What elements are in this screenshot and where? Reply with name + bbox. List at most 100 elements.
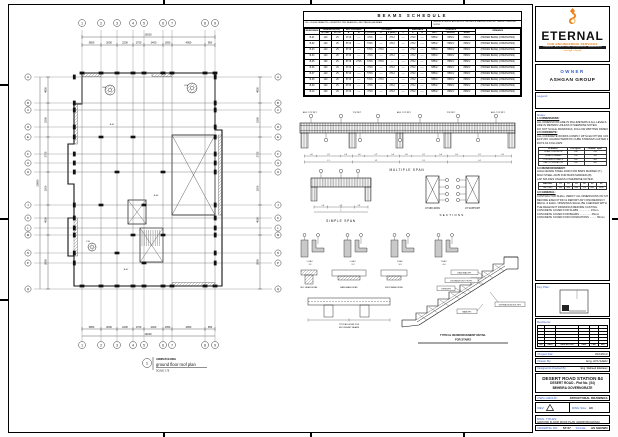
drawing-rect [169,284,175,288]
grid-bubble [445,198,449,202]
drawing-label: L/2 [340,205,343,207]
elevator-shaft [127,199,147,225]
drawing-label: L/4 [501,154,504,156]
drawing-rect [213,169,217,175]
drawing-rect [213,225,217,231]
drawing-label: B-04 [154,195,159,197]
drawing-label: FOR STAIRS [455,338,471,342]
note-line: 1.0 DIMENSIONS: [537,117,560,120]
drawing-label: 2 [100,21,102,25]
drawing-rect [72,215,76,221]
drawing-no-row: DRAWING NO: ST-07 SCALE: AS SHOWN [535,425,610,431]
drawing-rect [72,260,76,266]
drawing-rect [160,233,166,237]
drawing-label: 2400 [151,325,157,329]
drawing-rect [213,215,217,221]
drawing-label: Q [277,287,280,291]
grid-bubble [168,19,176,27]
drawing-rect [213,124,217,130]
drawn-by-value: Eng. AYA SAED [586,359,608,363]
grid-bubble [324,138,328,142]
drawing-label: C [27,108,29,112]
drawn-by-label: Drawn By: [537,359,552,363]
dwg-titles-label: DWG. TITLES: [537,416,557,421]
drawing-label: L1 [327,160,330,162]
drawing-label: B [277,101,279,105]
dwg-size-value: A0 [588,405,593,410]
drawing-label: E [27,135,29,139]
drawing-label: E [277,135,279,139]
drawing-label: DISTRIBUTION TOP RFT. [450,280,473,282]
drawing-rect [300,239,309,258]
schedule-header: D [375,30,387,36]
fold-mark [0,84,8,86]
drawing-label: H [277,170,279,174]
designed-by-label: Designed & Checked By: [537,367,567,370]
drawing-label: 3850 [89,41,95,45]
grid-bubble [24,159,32,167]
scale-label: SCALE: [575,426,587,430]
drawing-label: 3-3 [399,264,403,266]
grid-bubble [78,341,86,349]
drawing-label: L4 [478,160,481,162]
grid-bubble [406,233,410,237]
drawing-label: TYPICAL REINFORCEMENT DETAIL [440,333,486,337]
drawing-label: 2800 [44,259,48,265]
plan-geometry [401,239,415,253]
drawing-rect [213,260,217,266]
drawing-label: SECTIONS [440,213,465,217]
drawing-label: D [27,125,29,129]
grid-bubble [274,201,282,209]
schedule-cell: 25 [330,89,344,97]
note-line: 2.0 CONCRETE: [537,131,558,135]
schedule-cell: ---- [416,89,428,97]
drawing-rect [213,134,217,140]
notes-table-cell: 1000 [595,185,607,191]
drawing-label: C08 [102,87,107,89]
owner-name: ASHGAN GROUP [549,77,596,83]
note-line: HIGH GRADE STEEL 40/60 FOR BARS MARKED (… [537,170,603,174]
drawing-label: C09 [184,85,189,87]
schedule-cell: 2T12 [385,89,399,97]
drawing-rect [202,284,208,288]
drawing-label: ADD. TOP RFT. [303,111,318,114]
drawing-rect [130,71,136,75]
fold-mark [163,433,165,437]
drawing-label: 20800 [36,179,40,187]
drawing-rect [213,160,217,166]
grid-bubble [376,114,380,118]
drawing-rect [141,284,147,288]
drawing-label: ADMIN BUILDING [156,358,176,361]
scale-value: AS SHOWN [591,426,608,430]
drawing-label: 4050 [44,217,48,223]
drawing-label: 1 [146,361,149,366]
drawing-rect [72,169,76,175]
drawing-label: DISTRIBUTION BOT. RFT. [499,304,522,306]
drawing-label: J [277,203,279,207]
grid-bubble [345,233,350,237]
drawing-label: L/4 [440,154,443,156]
grid-bubble [129,19,137,27]
drawing-rect [72,124,76,130]
drawing-rect [343,239,352,258]
grid-bubble [113,341,121,349]
drawing-label: 1 [81,343,83,347]
drawing-label: 5200 [44,117,48,123]
drawing-label: L [27,226,29,230]
drawing-rect [79,284,85,288]
grid-bubble [24,133,32,141]
schedule-header: BEAM MARK [303,27,321,36]
drawing-line [425,175,440,204]
drawing-label: L2 [375,160,378,162]
schedule-header: F [397,30,409,36]
drawing-rect [141,71,147,75]
notes-body: 1.0 DIMENSIONS:ALL DIMENSIONS ARE IN MIL… [537,117,608,220]
drawing-label: 1700 [136,41,142,45]
grid-bubble [24,259,32,267]
drawing-label: K [277,216,279,220]
grid-bubble [142,358,152,368]
owner-label: OWNER [560,68,585,74]
grid-bubble [436,233,441,237]
